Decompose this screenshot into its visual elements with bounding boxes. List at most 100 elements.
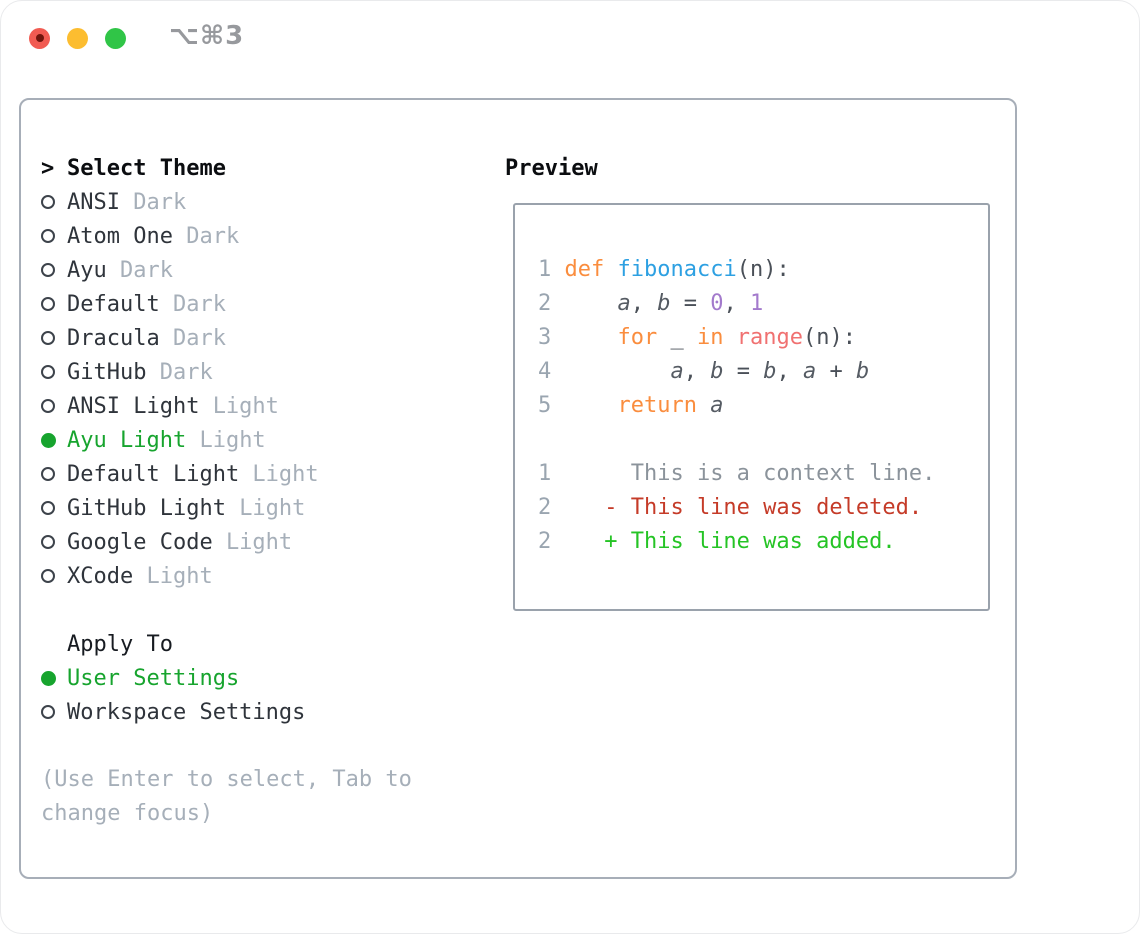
select-theme-header: > Select Theme: [41, 151, 481, 185]
line-number: 2: [538, 495, 552, 520]
code-token: [723, 325, 736, 350]
spacer: [538, 423, 988, 457]
radio-selected-icon: [41, 432, 56, 448]
radio-unselected-icon: [41, 229, 55, 243]
radio-icon: [41, 331, 67, 345]
apply-option-user-settings[interactable]: User Settings: [41, 661, 481, 695]
radio-icon: [41, 501, 67, 515]
theme-name: XCode: [67, 563, 134, 589]
code-token: =: [670, 291, 711, 316]
code-token: [564, 325, 617, 350]
code-token: +: [816, 359, 856, 384]
radio-unselected-icon: [41, 467, 55, 481]
line-number: 2: [538, 529, 552, 554]
code-token: in: [696, 325, 724, 350]
select-theme-title: Select Theme: [67, 155, 226, 181]
apply-option-label: Workspace Settings: [67, 699, 306, 725]
code-token: a: [802, 359, 817, 384]
radio-unselected-icon: [41, 263, 55, 277]
theme-name: Default: [67, 291, 160, 317]
apply-option-workspace-settings[interactable]: Workspace Settings: [41, 695, 481, 729]
code-token: [564, 291, 617, 316]
code-token: [564, 359, 670, 384]
radio-icon: [41, 535, 67, 549]
line-number: 3: [538, 325, 552, 350]
radio-unselected-icon: [41, 195, 55, 209]
preview-header: Preview: [505, 155, 598, 181]
theme-variant-badge: Dark: [133, 189, 187, 215]
code-token: return: [617, 393, 697, 418]
code-token: a: [670, 359, 684, 384]
close-button[interactable]: [29, 27, 50, 49]
diff-preview: 1 This is a context line.2 - This line w…: [538, 457, 988, 559]
radio-icon: [41, 399, 67, 413]
code-token: [564, 393, 617, 418]
code-token: b: [710, 359, 724, 384]
spacer: [41, 593, 481, 627]
radio-icon: [41, 670, 67, 686]
radio-icon: [41, 263, 67, 277]
theme-name: Ayu Light: [67, 427, 187, 453]
code-token: ,: [683, 359, 711, 384]
theme-variant-badge: Light: [252, 461, 319, 487]
apply-to-header: Apply To: [67, 631, 173, 657]
zoom-button[interactable]: [105, 27, 126, 49]
radio-unselected-icon: [41, 365, 55, 379]
code-token: b: [657, 291, 671, 316]
code-line: 5 return a: [538, 389, 988, 423]
theme-name: Default Light: [67, 461, 240, 487]
theme-variant-badge: Light: [225, 529, 293, 555]
radio-icon: [41, 569, 67, 583]
code-token: [604, 257, 617, 282]
radio-icon: [41, 365, 67, 379]
code-token: range: [736, 325, 803, 350]
theme-item-default-light[interactable]: Default Light Light: [41, 457, 481, 491]
window-titlebar: [29, 27, 143, 49]
theme-variant-badge: Light: [212, 393, 279, 419]
radio-icon: [41, 432, 67, 448]
code-line: 2 a, b = 0, 1: [538, 287, 988, 321]
theme-variant-badge: Dark: [119, 257, 173, 283]
code-token: _: [657, 325, 697, 350]
line-number: 5: [538, 393, 552, 418]
minimize-button[interactable]: [67, 27, 88, 49]
radio-unselected-icon: [41, 501, 55, 515]
theme-variant-badge: Dark: [186, 223, 240, 249]
code-token: ,: [776, 359, 803, 384]
line-number: 2: [538, 291, 552, 316]
code-token: for: [617, 325, 658, 350]
line-number: 1: [538, 461, 552, 486]
window-shortcut-label: ⌥⌘3: [169, 21, 245, 51]
theme-variant-badge: Dark: [172, 325, 226, 351]
theme-name: GitHub Light: [67, 495, 226, 521]
close-dot-icon: [35, 34, 44, 42]
code-token: b: [763, 359, 777, 384]
radio-icon: [41, 705, 67, 719]
code-line: 3 for _ in range(n):: [538, 321, 988, 355]
radio-selected-icon: [41, 670, 56, 686]
apply-option-label: User Settings: [67, 665, 240, 691]
code-token: a: [710, 393, 724, 418]
radio-unselected-icon: [41, 331, 55, 345]
code-token: ,: [723, 291, 750, 316]
radio-unselected-icon: [41, 569, 55, 583]
radio-unselected-icon: [41, 535, 55, 549]
radio-unselected-icon: [41, 399, 55, 413]
